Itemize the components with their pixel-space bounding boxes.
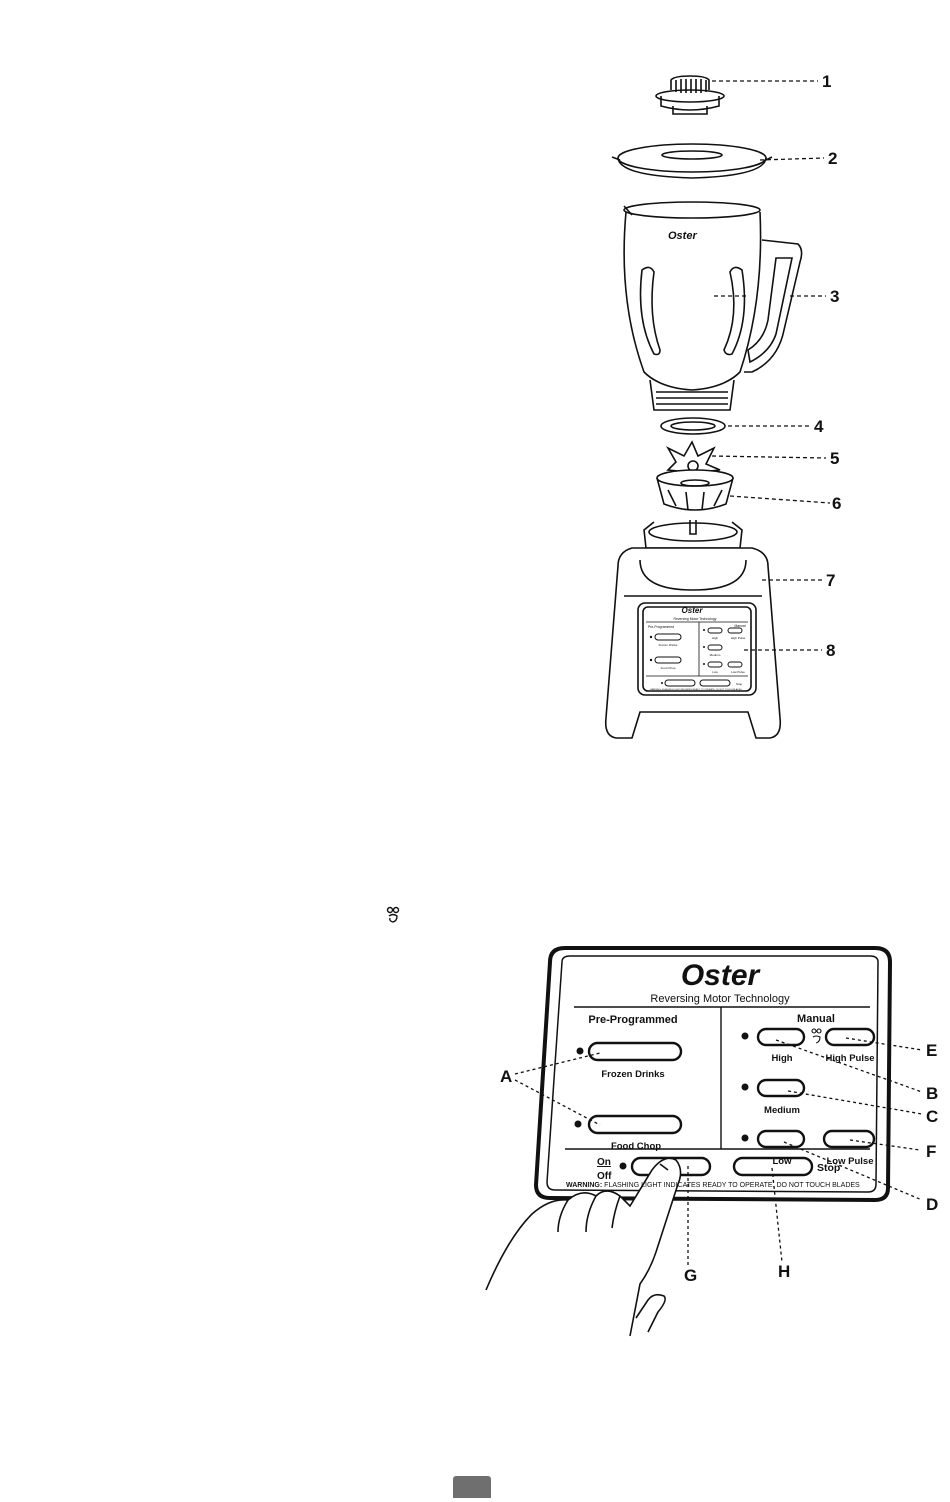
part-jar [623,201,803,411]
frozen-drinks-label: Frozen Drinks [601,1069,664,1080]
pre-programmed-heading: Pre-Programmed [588,1014,677,1026]
part-lid-cap [655,75,725,115]
frozen-drinks-button[interactable] [587,1041,683,1062]
low-button[interactable] [756,1129,806,1149]
mini-panel-right-heading: Manual [734,624,745,628]
medium-button[interactable] [756,1078,806,1098]
mini-panel-high-pulse: High Pulse [731,636,746,640]
callout-d: D [926,1195,938,1214]
high-label: High [771,1053,792,1064]
page-number-tab [453,1476,491,1498]
mini-panel-medium: Medium [710,653,721,657]
manual-heading: Manual [797,1013,835,1025]
warning-bold: WARNING: [566,1182,602,1189]
food-chop-button[interactable] [587,1114,683,1135]
callout-3: 3 [830,287,839,306]
callout-6: 6 [832,494,841,513]
callout-5: 5 [830,449,839,468]
warning-line: WARNING:FLASHING LIGHT INDICATES READY T… [566,1182,860,1189]
callout-7: 7 [826,571,835,590]
control-panel-diagram: Oster Reversing Motor Technology Pre-Pro… [485,946,938,1337]
part-jar-bottom [656,469,734,511]
stop-label: Stop [817,1162,840,1174]
pulse-symbol-icon [386,906,400,923]
part-control-panel [637,602,757,696]
panel-tagline: Reversing Motor Technology [650,993,790,1005]
callout-2: 2 [828,149,837,168]
mini-panel-food: Food Chop [661,666,676,670]
mini-panel-high: High [712,636,719,640]
panel-callout-letters: A B C D E F G H [500,1041,938,1285]
panel-leader-lines [514,1037,923,1266]
low-pulse-button[interactable] [822,1129,876,1149]
pulse-symbol-icon [811,1028,822,1044]
panel-brand-logo: Oster [681,959,762,992]
callout-f: F [926,1142,936,1161]
mini-panel-warning: WARNING: FLASHING LIGHT INDICATES READY … [650,688,742,691]
callout-a: A [500,1067,512,1086]
on-label: On [597,1157,611,1168]
mini-panel-low: Low [712,670,718,674]
mini-panel-left-heading: Pre-Programmed [648,625,674,629]
callout-4: 4 [814,417,824,436]
off-label: Off [597,1171,612,1182]
mini-panel-low-pulse: Low Pulse [731,670,745,674]
high-pulse-button[interactable] [824,1027,876,1047]
part-callout-numbers: 1 2 3 4 5 6 7 8 [814,72,841,660]
warning-text: FLASHING LIGHT INDICATES READY TO OPERAT… [604,1182,860,1189]
medium-label: Medium [764,1105,800,1116]
high-button[interactable] [756,1027,806,1047]
high-pulse-label: High Pulse [825,1053,874,1064]
pointing-hand-illustration [485,1157,682,1337]
mini-panel-brand: Oster [682,606,704,615]
low-pulse-label: Low Pulse [827,1156,874,1167]
mini-panel-stop: Stop [736,682,743,686]
blender-parts-diagram: Oster Reversing Motor Technology Pre-Pro… [604,72,841,739]
mini-panel-frozen: Frozen Drinks [659,643,678,647]
callout-1: 1 [822,72,831,91]
mini-panel-tagline: Reversing Motor Technology [674,617,717,621]
part-sealing-ring [660,417,726,435]
low-label: Low [773,1156,793,1167]
callout-e: E [926,1041,937,1060]
part-leader-lines [711,80,831,651]
callout-g: G [684,1266,697,1285]
callout-h: H [778,1262,790,1281]
indicator-lights [574,1032,749,1170]
food-chop-label: Food Chop [611,1141,661,1152]
callout-c: C [926,1107,938,1126]
jar-brand-logo: Oster [668,230,697,242]
part-lid [611,143,773,179]
callout-8: 8 [826,641,835,660]
callout-b: B [926,1084,938,1103]
